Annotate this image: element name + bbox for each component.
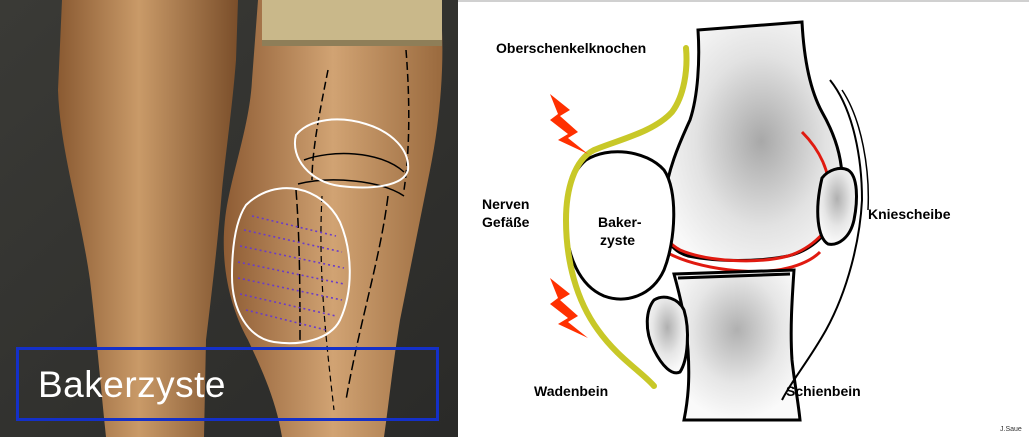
label-patella: Kniescheibe (868, 206, 950, 223)
label-tibia: Schienbein (786, 383, 861, 400)
lightning-icon-top (550, 94, 588, 154)
author-credit: J.Saue (1000, 426, 1022, 433)
label-nerves: Nerven (482, 196, 529, 213)
fibula-bone (647, 297, 687, 373)
label-cyst-line2: zyste (600, 232, 635, 249)
patella-bone (818, 168, 857, 244)
photo-caption: Bakerzyste (38, 364, 226, 406)
tibia-bone (674, 270, 800, 420)
label-cyst-line1: Baker- (598, 214, 642, 231)
label-fibula: Wadenbein (534, 383, 608, 400)
label-vessels: Gefäße (482, 214, 529, 231)
label-femur: Oberschenkelknochen (496, 40, 646, 57)
